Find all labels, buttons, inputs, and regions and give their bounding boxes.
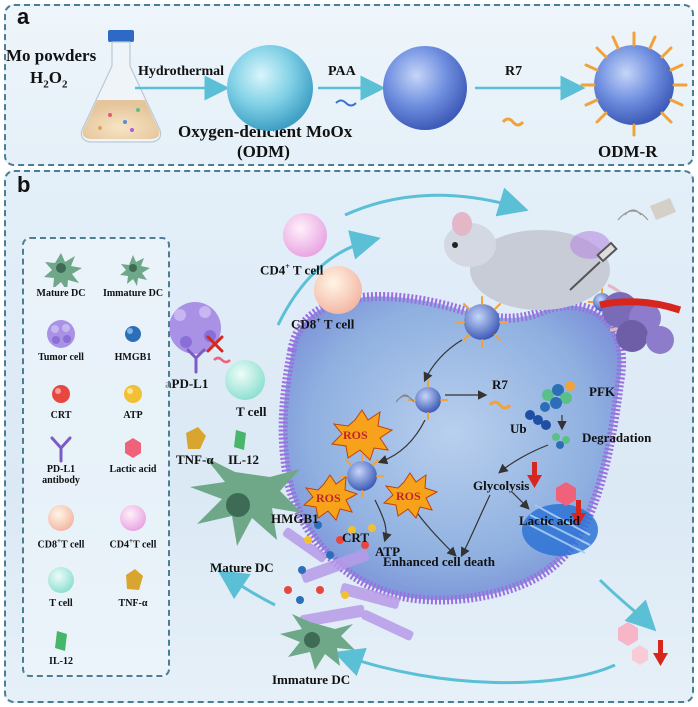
mature-dc-icon [44, 253, 82, 287]
mature-dc-icon [190, 457, 302, 546]
cd8-t-cell-icon [48, 505, 74, 531]
legend-il12: IL-12 [24, 625, 98, 667]
cd4-t-cell-icon [120, 505, 146, 531]
cell-death-label: Enhanced cell death [383, 554, 495, 569]
hmgb1-label: HMGB1 [271, 511, 319, 526]
legend-cd8-t-cell: CD8+T cell [24, 501, 98, 550]
antibody-icon [50, 436, 72, 463]
down-arrow-icon [571, 500, 586, 526]
il12-icon [234, 430, 246, 450]
odm-abbrev: (ODM) [237, 142, 290, 161]
step-hydrothermal: Hydrothermal [138, 64, 225, 79]
degradation-label: Degradation [582, 430, 652, 445]
lactic-acid-icon [618, 622, 638, 646]
hmgb1-icon [125, 326, 141, 342]
reagents-h2o2: H2O2 [30, 68, 68, 91]
odm-paa-nanoparticle-icon [383, 46, 467, 130]
flask-icon [80, 30, 162, 143]
tumor-cell-small-icon [169, 302, 221, 354]
cd8-t-cell-icon [314, 266, 362, 314]
cd4-t-cell-icon [283, 213, 327, 257]
legend-box: Mature DC Immature DC Tumor cell HMGB1 C… [22, 237, 170, 677]
legend-lactic-acid: Lactic acid [96, 433, 170, 475]
odm-r-nanoparticle-icon [580, 31, 688, 137]
legend-mature-dc: Mature DC [24, 247, 98, 299]
atp-label: ATP [375, 544, 401, 559]
crt-icon [52, 385, 70, 403]
damp-molecules [284, 521, 376, 604]
step-paa: PAA [328, 64, 356, 79]
legend-tnf-alpha: TNF-α [96, 563, 170, 609]
legend-t-cell: T cell [24, 563, 98, 609]
r7-label: R7 [492, 377, 508, 392]
down-arrow-icon [527, 462, 542, 488]
tnf-alpha-icon [126, 569, 143, 590]
ros-label-2: ROS [316, 491, 341, 505]
ub-chain-icon [525, 410, 551, 430]
crt-label: CRT [342, 530, 369, 545]
apdl1-label: aPD-L1 [165, 376, 209, 391]
t-cell-icon [48, 567, 74, 593]
legend-cd4-t-cell: CD4+T cell [96, 501, 170, 550]
odm-nanoparticle-icon [227, 45, 313, 131]
immature-dc-icon [120, 255, 150, 286]
legend-immature-dc: Immature DC [96, 247, 170, 299]
panel-a-label: a [17, 4, 30, 29]
step-r7: R7 [505, 64, 523, 79]
pfk-label: PFK [589, 384, 615, 399]
odm-label: Oxygen-deficient MoOx [178, 122, 353, 141]
odm-r-particle-icon [456, 296, 508, 348]
reagents-mo-powders: Mo powders [6, 46, 97, 65]
ultrasound-icon [395, 394, 415, 403]
lactic-acid-icon [556, 482, 576, 506]
ros-label-3: ROS [396, 489, 421, 503]
tumor-tissue-icon [599, 292, 682, 354]
legend-tumor-cell: Tumor cell [24, 317, 98, 363]
atp-icon [124, 385, 142, 403]
lactic-acid-icon [632, 645, 648, 665]
legend-pdl1-antibody: PD-L1 antibody [24, 433, 98, 486]
ros-label-1: ROS [343, 428, 368, 442]
tnf-alpha-icon [186, 427, 206, 449]
odm-r-particle-icon [408, 380, 448, 420]
lactic-acid-label: Lactic acid [519, 513, 581, 528]
legend-hmgb1: HMGB1 [96, 317, 170, 363]
panel-b-label: b [17, 172, 31, 197]
red-x-icon [206, 335, 224, 353]
syringe-icon [569, 241, 618, 291]
degradation-fragments-icon [552, 433, 570, 449]
t-cell-icon [225, 360, 265, 400]
legend-atp: ATP [96, 379, 170, 421]
legend-crt: CRT [24, 379, 98, 421]
ub-label: Ub [510, 421, 527, 436]
cd4-t-cell-label: CD4+ T cell [260, 262, 324, 278]
cd8-t-cell-label: CD8+ T cell [291, 316, 355, 332]
ros-burst-icon [302, 474, 359, 521]
ros-burst-icon [330, 409, 394, 461]
t-cell-label: T cell [236, 404, 267, 419]
il12-icon [55, 631, 67, 651]
antibody-icon [186, 348, 206, 374]
immature-dc-icon [280, 614, 355, 670]
mature-dc-label: Mature DC [210, 560, 274, 575]
ros-burst-icon [382, 472, 439, 519]
organelle [522, 504, 598, 556]
tnf-label: TNF-α [176, 452, 214, 467]
odm-r-particle-icon [340, 454, 384, 498]
ultrasound-probe-icon [617, 198, 676, 221]
down-arrow-icon [653, 640, 668, 666]
lactic-acid-icon [125, 438, 141, 458]
glycolysis-label: Glycolysis [473, 478, 530, 493]
odm-r-label: ODM-R [598, 142, 658, 161]
pfk-protein-icon [540, 381, 575, 412]
immature-dc-label: Immature DC [272, 672, 351, 687]
il12-label: IL-12 [228, 452, 260, 467]
tumor-cell-icon [47, 320, 75, 348]
